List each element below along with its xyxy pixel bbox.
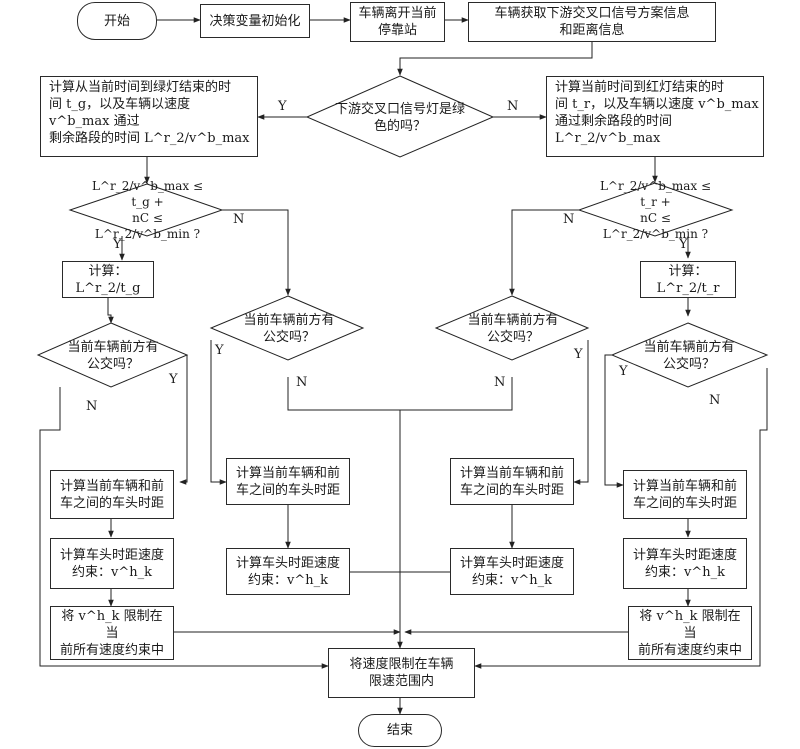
cond-green-text: L^r_2/v^b_max ≤ t_g + nC ≤ L^r_2/v^b_min…	[80, 179, 215, 241]
limit-1-box: 将 v^h_k 限制在当 前所有速度约束中	[50, 606, 174, 660]
diamond-bus-1	[36, 322, 189, 388]
calc-green-line-3: 剩余路段的时间 L^r_2/v^b_max	[49, 131, 250, 146]
limit-4-box: 将 v^h_k 限制在当 前所有速度约束中	[628, 606, 752, 660]
cond-red-text: L^r_2/v^b_max ≤ t_r + nC ≤ L^r_2/v^b_min…	[588, 179, 723, 241]
calc-red-line-2: 间 t_r，以及车辆以速度 v^b_max	[555, 97, 759, 112]
label-cond-green-no: N	[233, 212, 245, 227]
end-node: 结束	[358, 714, 442, 747]
calc-red-line-3: 通过剩余路段的时间 L^r_2/v^b_max	[555, 114, 673, 146]
label-bus2-no: N	[296, 375, 308, 390]
calc-red-line-1: 计算当前时间到红灯结束的时	[555, 80, 725, 95]
diamond-bus-4	[610, 322, 769, 388]
headway-3-box: 计算当前车辆和前 车之间的车头时距	[450, 458, 574, 505]
green-check-text: 下游交叉口信号灯是绿 色的吗？	[334, 102, 465, 134]
cond-red-line-1: L^r_2/v^b_max ≤ t_r +	[599, 179, 712, 209]
cond-green-line-2: nC ≤ L^r_2/v^b_min ?	[94, 211, 201, 241]
cond-red-line-2: nC ≤ L^r_2/v^b_min ?	[602, 211, 709, 241]
bus-ahead-4-text: 当前车辆前方有 公交吗？	[643, 340, 735, 372]
start-node: 开始	[77, 2, 157, 40]
label-main-no: N	[507, 99, 519, 114]
label-bus3-yes: Y	[574, 347, 583, 362]
calc-green-box: 计算从当前时间到绿灯结束的时 间 t_g，以及车辆以速度 v^b_max 通过 …	[40, 76, 258, 157]
label-bus1-no: N	[86, 399, 98, 414]
bus-ahead-1-text: 当前车辆前方有 公交吗？	[67, 340, 159, 372]
speed-con-2-box: 计算车头时距速度 约束：v^h_k	[226, 548, 350, 595]
speed-con-3-box: 计算车头时距速度 约束：v^h_k	[450, 548, 574, 595]
init-box: 决策变量初始化	[200, 4, 310, 38]
signal-info-box: 车辆获取下游交叉口信号方案信息 和距离信息	[468, 2, 716, 42]
diamond-bus-2	[209, 295, 365, 361]
speed-con-1-box: 计算车头时距速度 约束：v^h_k	[50, 538, 174, 589]
leave-stop-box: 车辆离开当前 停靠站	[350, 2, 445, 42]
calc-lg-box: 计算： L^r_2/t_g	[62, 261, 154, 298]
bus-ahead-2-text: 当前车辆前方有 公交吗？	[243, 313, 335, 345]
calc-red-box: 计算当前时间到红灯结束的时 间 t_r，以及车辆以速度 v^b_max 通过剩余…	[546, 76, 764, 157]
calc-lr-box: 计算： L^r_2/t_r	[640, 261, 736, 298]
label-main-yes: Y	[278, 99, 287, 114]
speed-con-4-box: 计算车头时距速度 约束：v^h_k	[623, 538, 747, 589]
headway-1-box: 计算当前车辆和前 车之间的车头时距	[50, 470, 174, 519]
label-bus4-yes: Y	[619, 364, 628, 379]
arrow-info-diamond	[397, 40, 593, 76]
diamond-bus-3	[434, 295, 590, 361]
calc-green-line-2: 间 t_g，以及车辆以速度 v^b_max 通过	[49, 97, 191, 129]
headway-2-box: 计算当前车辆和前 车之间的车头时距	[226, 458, 350, 505]
label-bus2-yes: Y	[215, 343, 224, 358]
final-limit-box: 将速度限制在车辆 限速范围内	[328, 648, 475, 698]
cond-green-line-1: L^r_2/v^b_max ≤ t_g +	[91, 179, 204, 209]
calc-green-line-1: 计算从当前时间到绿灯结束的时	[49, 80, 232, 95]
diamond-cond-red	[577, 182, 734, 237]
label-bus1-yes: Y	[169, 372, 178, 387]
label-cond-green-yes: Y	[113, 237, 122, 252]
headway-4-box: 计算当前车辆和前 车之间的车头时距	[623, 470, 747, 519]
bus-ahead-3-text: 当前车辆前方有 公交吗？	[467, 313, 559, 345]
diamond-cond-green	[68, 183, 224, 237]
diamond-green-check	[305, 75, 495, 158]
label-bus4-no: N	[709, 393, 721, 408]
label-bus3-no: N	[494, 375, 506, 390]
label-cond-red-no: N	[563, 212, 575, 227]
label-cond-red-yes: Y	[679, 237, 688, 252]
